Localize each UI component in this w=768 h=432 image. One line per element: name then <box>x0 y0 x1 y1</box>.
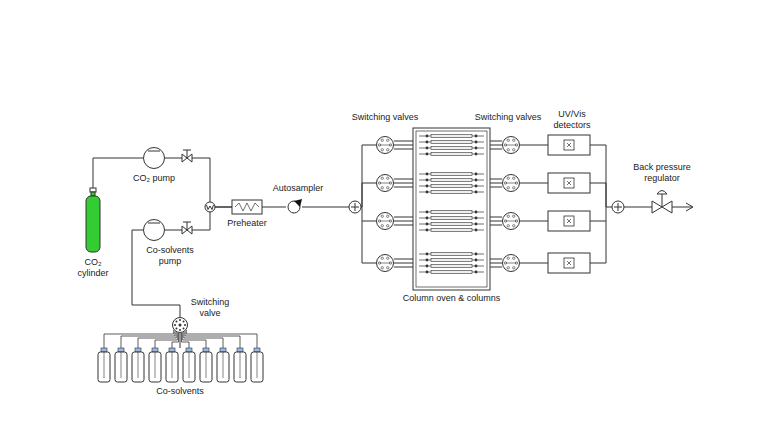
node-label: Switching valves <box>475 112 542 123</box>
back-pressure-regulator-outline <box>652 196 672 218</box>
autosampler-symbol: Autosampler <box>286 199 302 215</box>
node-label: Column oven & columns <box>403 293 501 304</box>
detector-lines <box>520 145 606 263</box>
switching-valves: Switching valves <box>376 135 394 273</box>
selection-valve-outline <box>172 317 188 333</box>
node-label: CO₂ pump <box>133 173 175 184</box>
flow-line <box>165 207 232 230</box>
node-label: Co-solvents <box>156 386 204 397</box>
pump-symbol-outline <box>143 147 165 169</box>
pump-symbol: CO₂ pump <box>143 147 165 169</box>
needle-valve <box>182 150 192 162</box>
switching-valves: Switching valves <box>502 135 520 273</box>
node-label: CO₂ cylinder <box>71 257 115 279</box>
preheater-box-outline <box>232 200 262 214</box>
pump-symbol-outline <box>143 219 165 241</box>
selection-valve: Switching valve <box>172 317 188 333</box>
flow-line <box>520 183 548 184</box>
gas-cylinder-outline <box>86 188 100 252</box>
outlet-arrowhead <box>686 203 693 211</box>
back-pressure-regulator: Back pressure regulator <box>652 196 672 218</box>
flow-line <box>490 183 502 184</box>
uv-vis-detectors: UV/Vis detectors <box>548 135 590 273</box>
outlet-arrow <box>672 207 692 208</box>
switching-valves-outline <box>502 135 520 273</box>
merge-valve <box>612 201 624 213</box>
solvent-bottles: Co-solvents <box>98 348 262 382</box>
flow-line <box>262 207 286 208</box>
node-label: Switching valves <box>352 112 419 123</box>
node-label: Autosampler <box>273 183 324 194</box>
autosampler-symbol-outline <box>286 199 302 215</box>
node-label: Preheater <box>227 218 267 229</box>
switching-valves-outline <box>376 135 394 273</box>
column-oven: Column oven & columns <box>413 128 490 290</box>
preheater-box: Preheater <box>232 200 262 214</box>
flow-line <box>165 158 232 207</box>
node-label: Co-solvents pump <box>140 245 200 267</box>
splitter-valve <box>349 201 361 213</box>
node-label: Back pressure regulator <box>630 162 694 184</box>
mixing-tee <box>205 202 215 212</box>
gas-cylinder: CO₂ cylinder <box>86 188 100 252</box>
needle-valve <box>182 222 192 234</box>
flow-line <box>132 230 180 317</box>
uv-vis-detectors-outline <box>548 135 590 273</box>
branch-lines <box>362 145 376 263</box>
flow-line <box>180 333 181 348</box>
solvent-bottles-outline <box>98 348 262 382</box>
flow-line <box>394 183 413 184</box>
node-label: UV/Vis detectors <box>549 109 595 131</box>
column-oven-outline <box>413 128 490 290</box>
node-label: Switching valve <box>190 297 230 319</box>
pump-symbol: Co-solvents pump <box>143 219 165 241</box>
